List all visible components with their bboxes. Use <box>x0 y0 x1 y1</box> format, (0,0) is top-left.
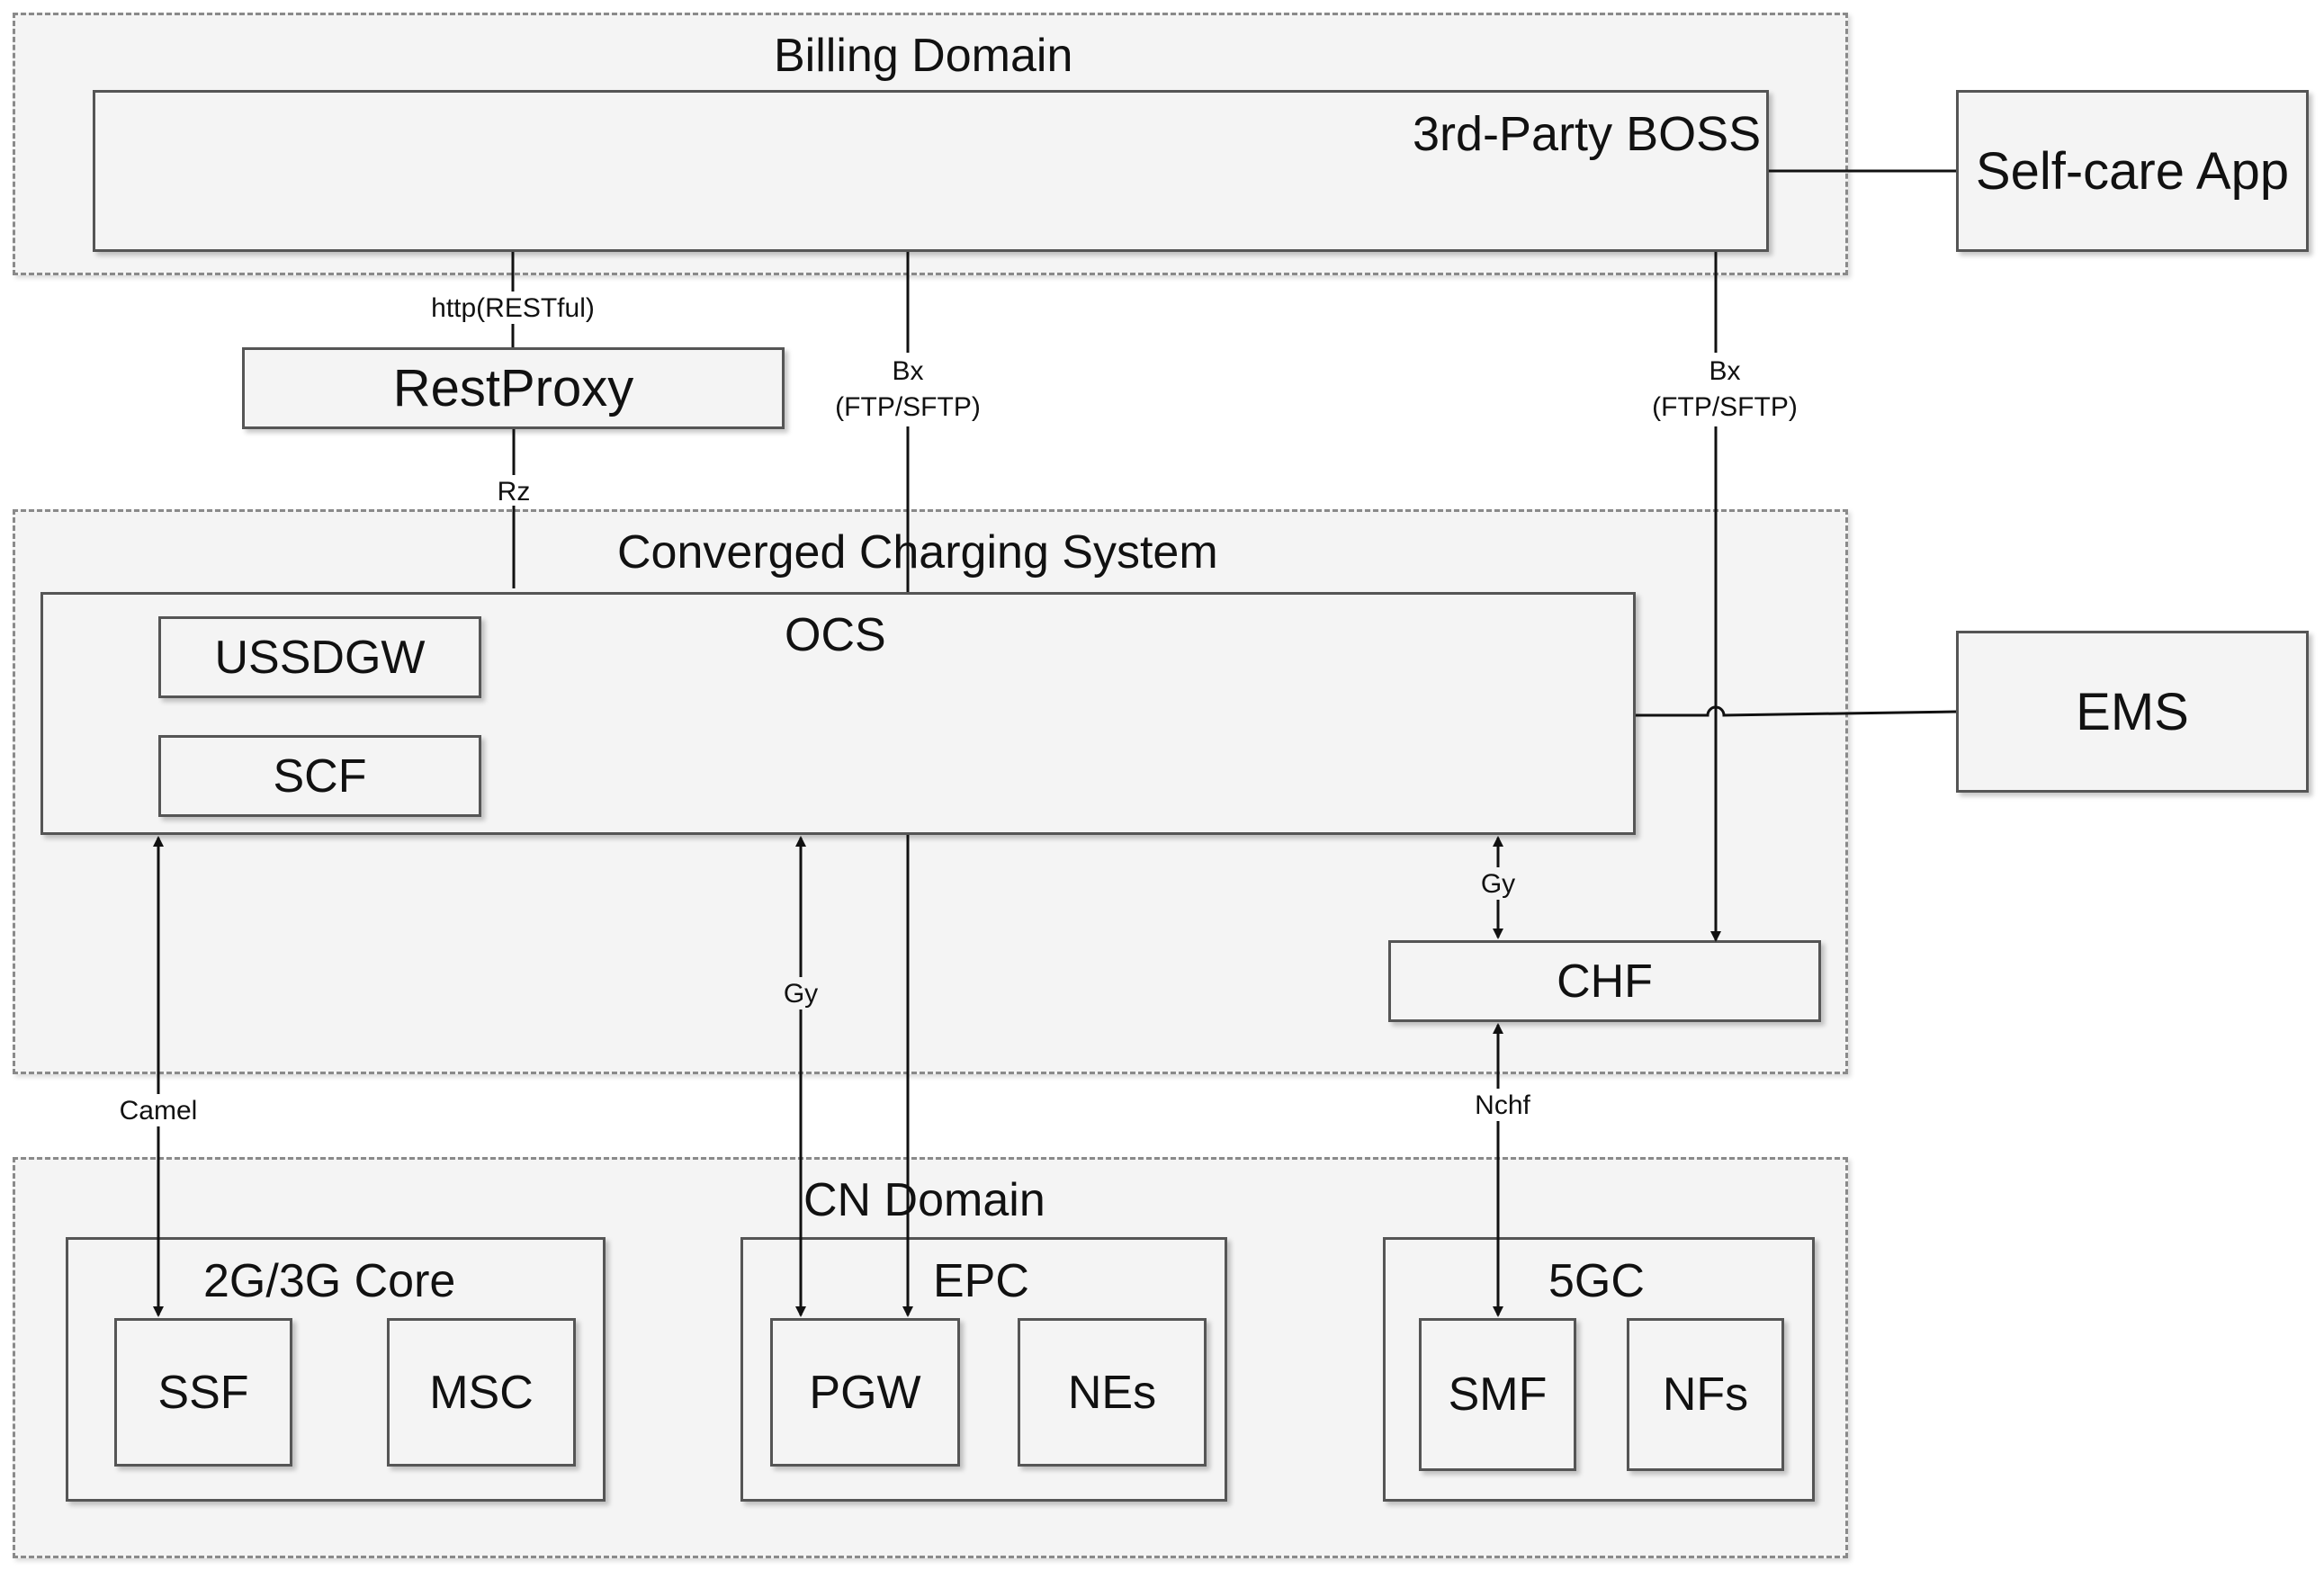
chf-box[interactable]: CHF <box>1388 940 1821 1022</box>
pgw-box[interactable]: PGW <box>770 1318 960 1467</box>
ssf-box[interactable]: SSF <box>114 1318 292 1467</box>
epc-label: EPC <box>933 1255 1029 1307</box>
restproxy-box[interactable]: RestProxy <box>242 347 785 429</box>
core-5gc-label: 5GC <box>1548 1255 1645 1307</box>
ocs-ems-link <box>1636 705 1957 717</box>
boss-label: 3rd-Party BOSS <box>1413 107 1762 161</box>
bx-chf-label-line2: (FTP/SFTP) <box>1652 392 1798 422</box>
cn-domain-title: CN Domain <box>803 1174 1045 1226</box>
scf-box[interactable]: SCF <box>158 735 481 817</box>
rz-label: Rz <box>498 477 531 507</box>
converged-charging-title: Converged Charging System <box>617 526 1218 579</box>
nes-box[interactable]: NEs <box>1018 1318 1207 1467</box>
camel-label: Camel <box>120 1096 198 1126</box>
boss-box[interactable] <box>93 90 1769 252</box>
billing-domain-title: Billing Domain <box>774 30 1073 82</box>
nchf-label: Nchf <box>1475 1090 1530 1120</box>
ems-box[interactable]: EMS <box>1956 631 2309 793</box>
bx-ocs-label-line2: (FTP/SFTP) <box>835 392 981 422</box>
nfs-box[interactable]: NFs <box>1627 1318 1784 1471</box>
http-label: http(RESTful) <box>431 293 595 323</box>
bx-ocs-label-line1: Bx <box>892 356 923 386</box>
selfcare-app-box[interactable]: Self-care App <box>1956 90 2309 252</box>
msc-box[interactable]: MSC <box>387 1318 576 1467</box>
core-2g3g-label: 2G/3G Core <box>203 1255 456 1307</box>
bx-chf-label-line1: Bx <box>1709 356 1740 386</box>
ocs-label: OCS <box>785 609 886 661</box>
gy-ocs-chf-label: Gy <box>1481 869 1515 899</box>
smf-box[interactable]: SMF <box>1419 1318 1576 1471</box>
gy-ocs-pgw-label: Gy <box>784 979 818 1009</box>
ussdgw-box[interactable]: USSDGW <box>158 616 481 698</box>
